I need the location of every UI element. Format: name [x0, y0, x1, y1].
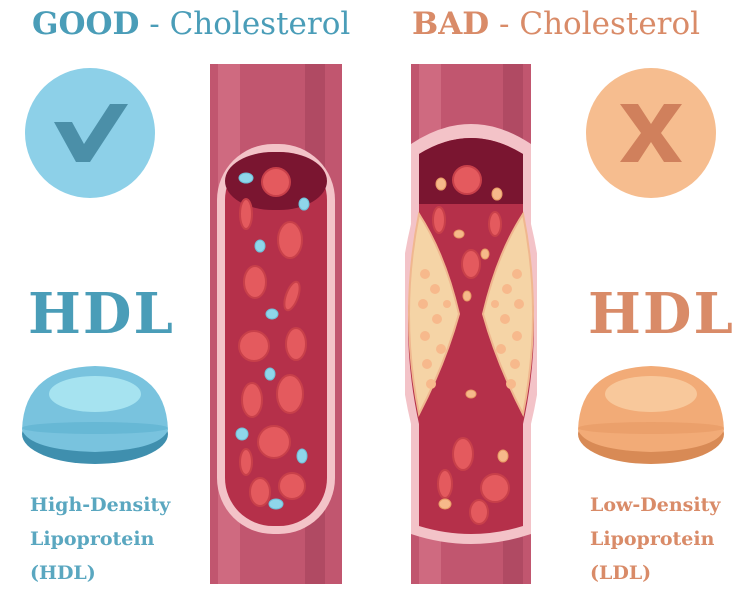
good-cholesterol-title: GOOD - Cholesterol: [32, 6, 350, 42]
ldl-particle-illustration: [578, 366, 724, 464]
healthy-artery-illustration: [210, 64, 342, 584]
bad-abbreviation: HDL: [588, 281, 735, 347]
bad-badge: [586, 68, 716, 198]
bad-description-line: Low-Density: [590, 494, 721, 516]
good-description-line: High-Density: [30, 494, 171, 516]
bad-separator: -: [499, 6, 510, 42]
bad-description-line: Lipoprotein: [590, 528, 715, 550]
x-icon: [620, 104, 682, 162]
clogged-artery-illustration: [405, 64, 537, 584]
good-label: GOOD: [32, 6, 140, 42]
bad-title-rest: Cholesterol: [519, 6, 701, 42]
good-description-line: (HDL): [30, 562, 96, 584]
bad-cholesterol-title: BAD - Cholesterol: [412, 6, 700, 42]
good-badge: [25, 68, 155, 198]
good-abbreviation: HDL: [28, 281, 175, 347]
good-description: High-Density Lipoprotein (HDL): [30, 488, 170, 590]
check-icon: [54, 104, 128, 162]
bad-label: BAD: [412, 6, 490, 42]
good-title-rest: Cholesterol: [169, 6, 351, 42]
bad-description-line: (LDL): [590, 562, 652, 584]
hdl-particle-illustration: [22, 366, 168, 464]
bad-description: Low-Density Lipoprotein (LDL): [590, 488, 720, 590]
good-separator: -: [149, 6, 160, 42]
good-description-line: Lipoprotein: [30, 528, 155, 550]
